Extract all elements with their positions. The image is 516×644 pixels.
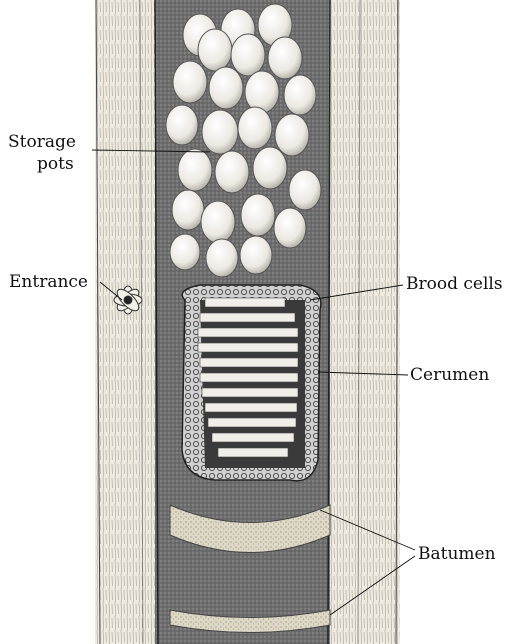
brood-cells [182, 285, 321, 481]
storage-pots-label-line1: Storage [8, 133, 76, 152]
storage-pots-label-line2: pots [37, 155, 74, 174]
cerumen-label: Cerumen [410, 366, 489, 385]
entrance-tube [114, 286, 142, 314]
batumen-label: Batumen [418, 545, 496, 564]
entrance-label: Entrance [9, 273, 88, 292]
brood-cells-label: Brood cells [406, 275, 503, 294]
